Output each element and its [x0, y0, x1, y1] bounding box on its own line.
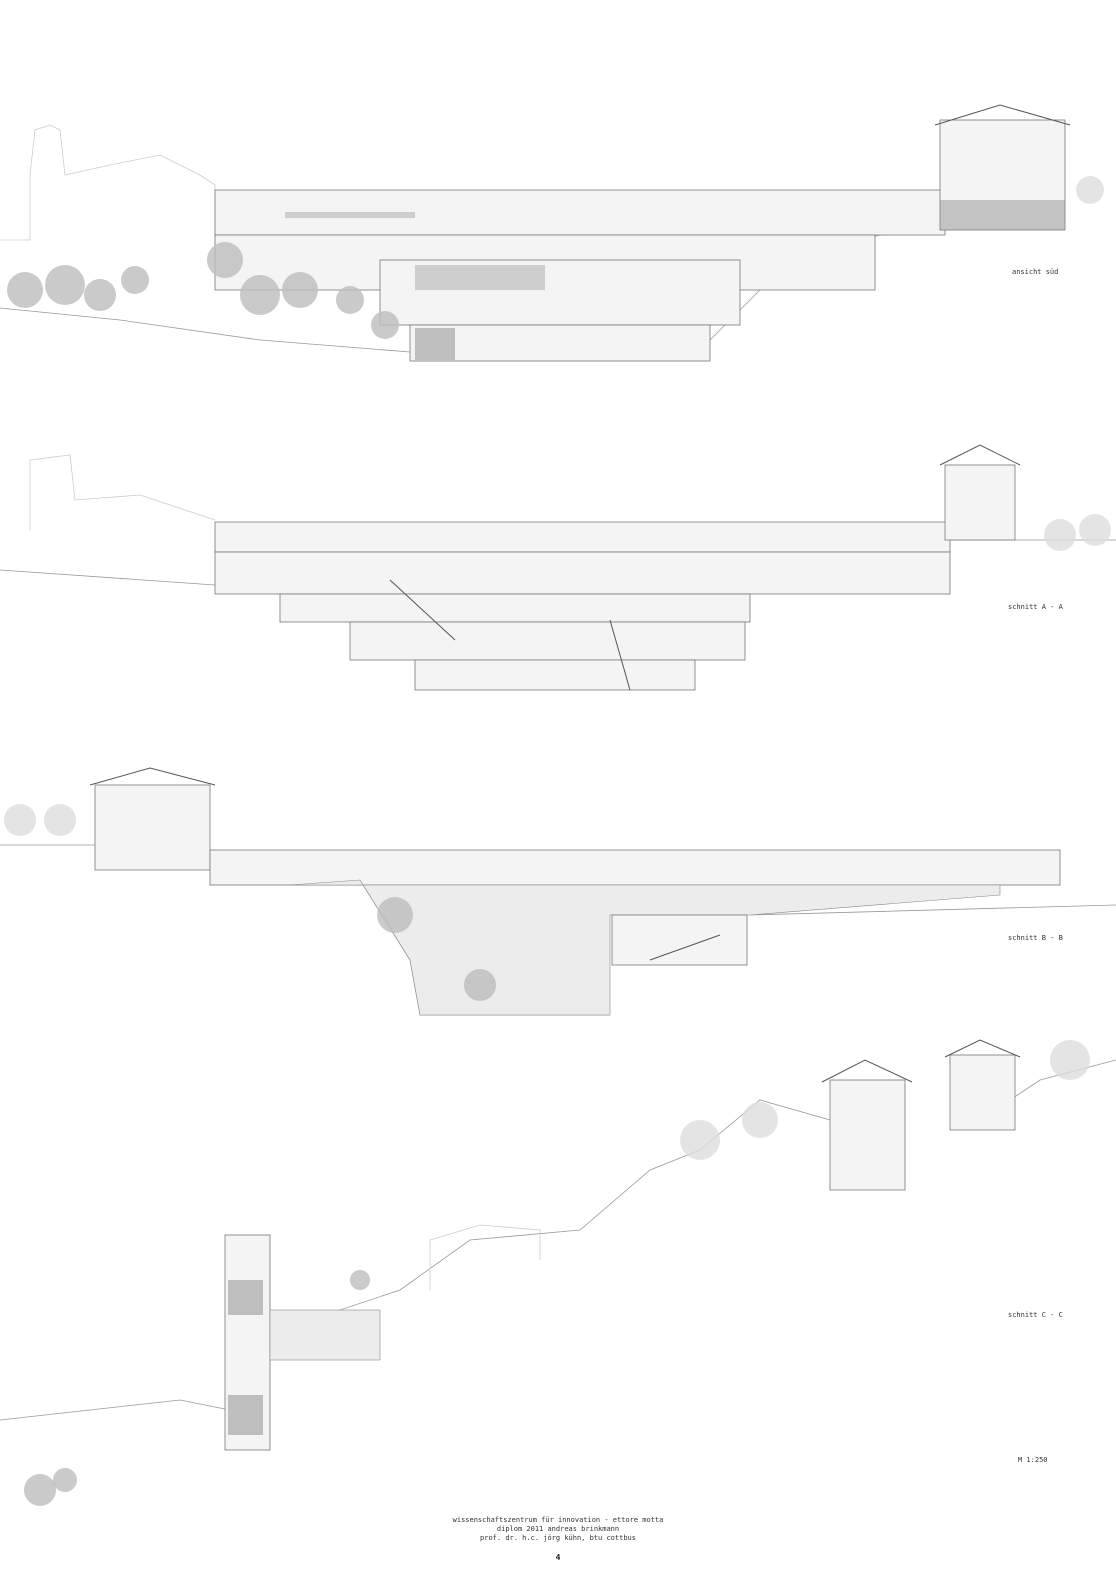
terrain-line	[0, 1059, 1116, 1421]
author-line: diplom 2011 andreas brinkmann	[496, 1525, 620, 1533]
auditorium-seating	[649, 934, 721, 961]
tower-dark-panel	[228, 1395, 263, 1435]
floor-level-4	[414, 659, 696, 691]
roof-level	[214, 521, 951, 553]
elevation-south	[0, 104, 1104, 362]
house-roof	[944, 1039, 1021, 1058]
title-block: wissenschaftszentrum für innovation - et…	[0, 1516, 1116, 1543]
tower-dark-panel	[228, 1280, 263, 1315]
background-buildings	[29, 454, 216, 530]
floor-level-2	[279, 593, 751, 623]
drawing-label-schnitt-a: schnitt A - A	[1008, 603, 1063, 611]
neighbour-villa-section	[944, 464, 1016, 541]
neighbour-villa-section	[94, 784, 211, 871]
section-c-c	[0, 1039, 1116, 1506]
floor-level-1	[214, 551, 951, 595]
window-band	[285, 212, 415, 218]
villa-roof	[939, 444, 1021, 466]
villa-roof	[934, 104, 1071, 126]
drawing-label-schnitt-b: schnitt B - B	[1008, 934, 1063, 942]
upper-floor	[209, 849, 1061, 886]
floor-level-3	[349, 621, 746, 661]
house-roof	[821, 1059, 913, 1083]
project-title: wissenschaftszentrum für innovation - et…	[452, 1516, 664, 1524]
terrace-structure	[269, 1309, 381, 1361]
background-buildings	[0, 124, 216, 245]
auditorium-box	[611, 914, 748, 966]
building-facade-lower	[379, 259, 741, 326]
section-a-a	[0, 444, 1116, 691]
entrance-opening	[415, 328, 455, 360]
section-b-b	[0, 767, 1116, 1016]
page-number: 4	[555, 1553, 561, 1562]
stair	[389, 579, 631, 691]
trees	[4, 804, 496, 1001]
building-facade-upper	[214, 189, 946, 236]
building-facade-base	[409, 324, 711, 362]
villa-roof	[89, 767, 216, 786]
drawing-label-ansicht-sued: ansicht süd	[1012, 268, 1059, 276]
window-band	[415, 265, 545, 290]
drawing-label-schnitt-c: schnitt C - C	[1008, 1311, 1063, 1319]
background-buildings	[429, 1224, 541, 1290]
trees	[7, 176, 1104, 339]
neighbour-villa	[939, 119, 1066, 231]
trees	[1044, 514, 1111, 551]
supervisor-line: prof. dr. h.c. jörg kühn, btu cottbus	[480, 1534, 636, 1542]
neighbour-house-1	[829, 1079, 906, 1191]
villa-stone-base	[940, 200, 1065, 230]
scale-label: M 1:250	[1018, 1456, 1048, 1464]
trees	[24, 1040, 1090, 1506]
neighbour-house-2	[949, 1054, 1016, 1131]
